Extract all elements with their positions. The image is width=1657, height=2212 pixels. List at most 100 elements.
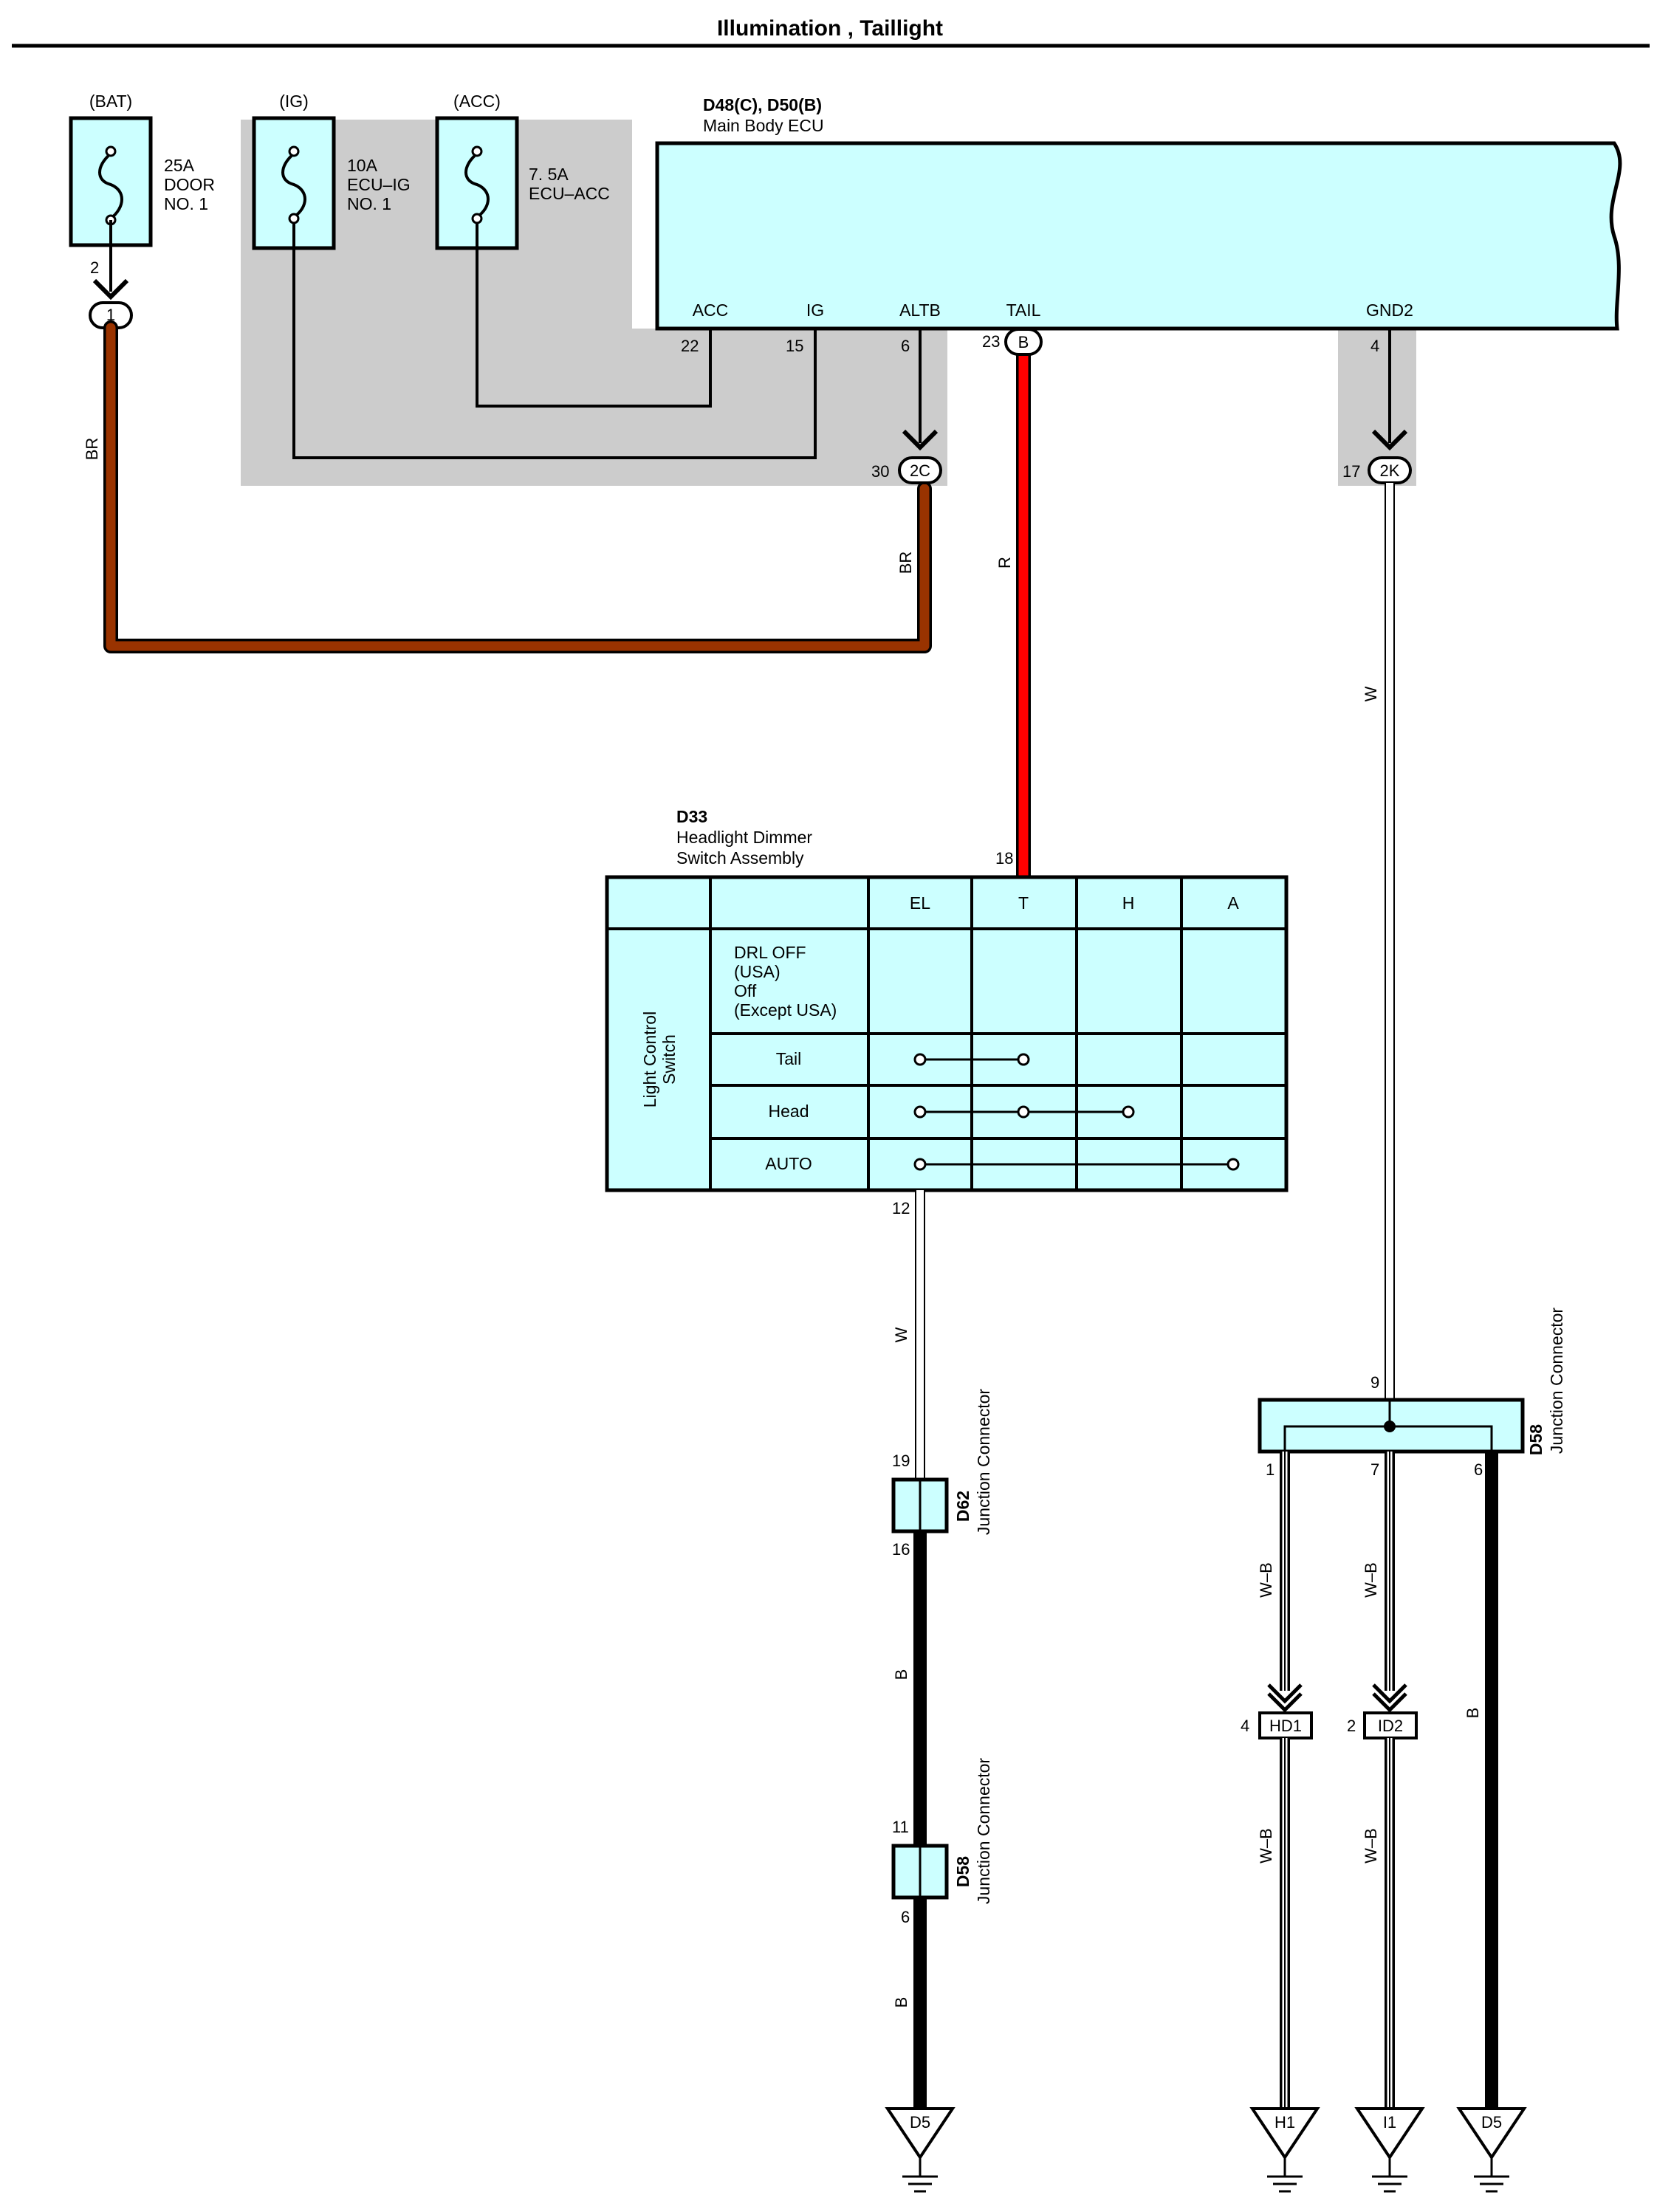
junction-2k-label: 2K [1380,461,1400,480]
d62-name: Junction Connector [974,1389,993,1536]
fuse-ig-name: ECU–IG [347,175,411,194]
connector-id2-pin: 2 [1347,1717,1356,1735]
pin-ig: 15 [786,337,803,355]
d58-left-code: D58 [953,1856,972,1887]
switch-table [605,875,1289,1192]
fuse-door-no1: (BAT) 25A DOOR NO. 1 [69,92,215,247]
ecu-terminal-altb: ALTB [899,300,941,320]
d62-code: D62 [953,1491,972,1522]
page-title: Illumination , Taillight [717,16,943,41]
wire-label-wb-2: W–B [1362,1562,1380,1598]
switch-group-label-2: Switch [659,1034,679,1085]
connector-b-label: B [1018,333,1029,351]
wire-label-w-left: W [892,1327,910,1342]
d58-left-name: Junction Connector [974,1758,993,1905]
ground-d5-right-label: D5 [1481,2113,1502,2132]
switch-row-head: Head [769,1102,809,1121]
ground-h1: H1 [1249,2107,1320,2193]
wire-label-br-left: BR [83,438,101,461]
d58-right-pin-in: 9 [1370,1373,1379,1392]
wire-label-b-2: B [892,1997,910,2008]
ground-i1-label: I1 [1383,2113,1396,2132]
connector-hd1-pin: 4 [1241,1717,1249,1735]
pin-altb: 6 [901,337,910,355]
fuse-ig-element [281,152,306,219]
switch-row-auto: AUTO [765,1154,812,1173]
continuity-auto [913,1158,1240,1171]
d58-right-pin-a: 1 [1266,1460,1275,1479]
switch-col-a: A [1227,893,1239,913]
switch-row-off-2: (USA) [734,962,781,981]
connector-id2-label: ID2 [1378,1717,1403,1735]
arrow-bat-down [92,278,129,300]
switch-col-t: T [1018,893,1029,913]
fuse-bat-name-2: NO. 1 [164,194,208,213]
wire-label-wb-1: W–B [1257,1562,1275,1598]
connector-hd1-label: HD1 [1269,1717,1302,1735]
wire-label-b-1: B [892,1669,910,1680]
switch-name-2: Switch Assembly [676,848,804,868]
connector-1-label: 1 [106,306,115,324]
d62-pin-out: 16 [892,1540,910,1559]
ecu-terminal-gnd2: GND2 [1366,300,1413,320]
fuse-source-bat: (BAT) [89,92,132,111]
switch-pin-top: 18 [995,849,1013,868]
ground-d5-right: D5 [1456,2107,1527,2193]
fuse-bat-pin: 2 [90,258,99,277]
ground-d5-left-label: D5 [910,2113,930,2132]
switch-row-tail: Tail [776,1049,802,1068]
switch-group-label-1: Light Control [640,1011,659,1107]
fuse-bat-element [98,152,123,220]
d58-right-pin-c: 6 [1474,1460,1483,1479]
wire-label-wb-3: W–B [1257,1828,1275,1864]
ecu-terminal-ig: IG [806,300,824,320]
arrow-id2-down [1372,1683,1407,1713]
arrow-hd1-down [1267,1683,1303,1713]
switch-pin-bottom: 12 [892,1199,910,1217]
d58-right-splice [1384,1421,1396,1432]
fuse-source-ig: (IG) [279,92,309,111]
switch-col-h: H [1122,893,1135,913]
d58-right-pin-b: 7 [1370,1460,1379,1479]
continuity-head [913,1105,1135,1119]
d62-pin-in: 19 [892,1452,910,1470]
fuse-bat-name: DOOR [164,175,215,194]
shade-region-ig-acc [241,120,947,486]
arrow-gnd2-down [1371,429,1408,451]
d58-left-pin-out: 6 [901,1908,910,1926]
pin-tail: 23 [982,332,1000,351]
junction-2c [898,456,942,484]
pin-acc: 22 [681,337,699,355]
ecu-name: Main Body ECU [703,116,824,135]
switch-code: D33 [676,807,707,826]
continuity-tail [913,1053,1030,1066]
ecu-terminal-tail: TAIL [1006,300,1041,320]
switch-row-off-1: DRL OFF [734,943,806,962]
connector-b [1004,328,1043,356]
fuse-ig-name-2: NO. 1 [347,194,391,213]
ground-h1-label: H1 [1275,2113,1295,2132]
switch-name-1: Headlight Dimmer [676,828,812,847]
fuse-ig-rating: 10A [347,156,378,175]
switch-row-off-3: Off [734,981,757,1000]
fuse-acc-rating: 7. 5A [529,165,569,184]
d58-right-code: D58 [1526,1424,1545,1455]
wire-label-w-right: W [1362,686,1380,701]
switch-col-el: EL [910,893,930,913]
wire-br-fill [106,323,930,651]
ground-d5-left: D5 [885,2107,956,2193]
d58-left-pin-in: 11 [892,1818,909,1836]
d58-right-name: Junction Connector [1547,1308,1566,1454]
fuse-acc-name: ECU–ACC [529,184,610,203]
junction-2k-pin: 17 [1342,462,1360,481]
wire-label-br-right: BR [896,552,915,574]
arrow-altb-down [902,429,939,451]
pin-gnd2: 4 [1370,337,1379,355]
ground-i1: I1 [1354,2107,1425,2193]
fuse-source-acc: (ACC) [453,92,501,111]
main-body-ecu [655,141,1622,331]
junction-2c-label: 2C [910,461,930,480]
wire-label-r: R [995,557,1014,569]
ecu-terminal-acc: ACC [693,300,729,320]
